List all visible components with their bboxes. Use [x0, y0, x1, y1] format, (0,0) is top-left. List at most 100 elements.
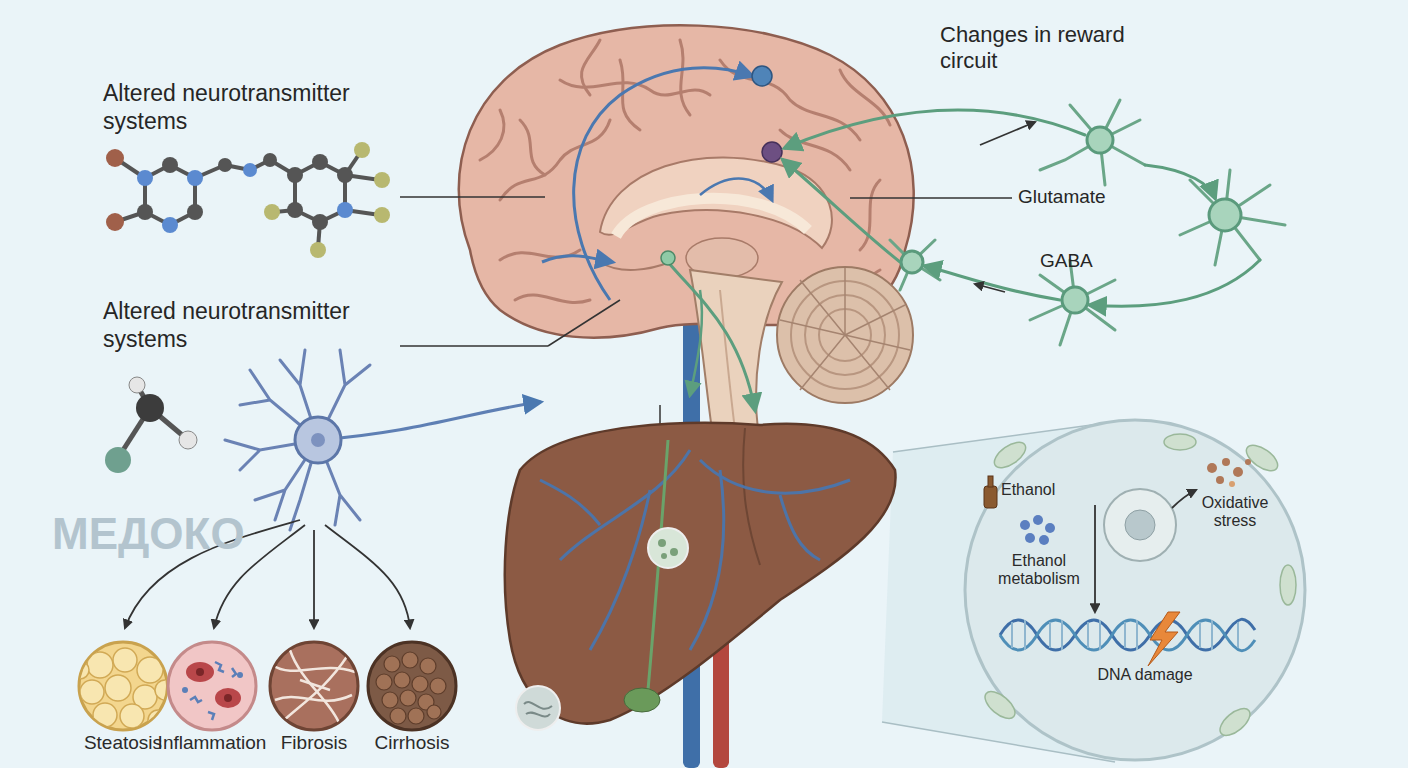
steatosis-texture [113, 648, 137, 672]
ethanol-molecules [1045, 523, 1055, 533]
damage-bolt [1148, 612, 1180, 666]
node-shape [168, 642, 256, 730]
fibrosis-texture [290, 650, 340, 725]
pathology-circle: Fibrosis [254, 640, 374, 758]
callout-label: Changes in reward circuit [940, 22, 1180, 75]
neurotransmitter-label: GABA [1040, 250, 1140, 273]
hepatocyte [1125, 510, 1155, 540]
molecule-large [106, 149, 124, 167]
metabolism-arrow [1094, 505, 1096, 612]
cirrhosis-texture [376, 652, 446, 724]
molecule-large [187, 170, 203, 186]
damage-bolt [1148, 612, 1180, 666]
neurotransmitter-label: Glutamate [1018, 186, 1158, 209]
liver [690, 470, 724, 650]
oxidative-particles [1216, 476, 1224, 484]
node-text: DNA damage [1085, 666, 1205, 684]
liver [670, 548, 678, 556]
dna-helix [1000, 619, 1255, 650]
molecule-large [137, 170, 153, 186]
tissue-cells [1164, 434, 1196, 450]
neuron-left [311, 433, 325, 447]
brain [620, 60, 640, 130]
liver [780, 495, 820, 560]
ethanol-molecules [1039, 535, 1049, 545]
oxidative-particles [1229, 481, 1235, 487]
tissue-cells [980, 434, 1296, 740]
neurons-right [783, 100, 1285, 345]
cirrhosis-texture [394, 672, 410, 688]
cerebellum [780, 268, 910, 390]
inflammation-texture [182, 662, 243, 720]
molecule-large [264, 204, 280, 220]
inflammation-texture [237, 672, 243, 678]
neurons-right [1090, 260, 1260, 306]
brain [616, 198, 808, 236]
molecule-small [136, 394, 164, 422]
molecule-large [115, 150, 380, 248]
tissue-cells [1280, 565, 1296, 605]
neurons-right [785, 110, 1085, 148]
molecule-small [105, 377, 197, 473]
molecule-large [337, 167, 353, 183]
neurons-right [1062, 287, 1088, 313]
cirrhosis-texture [402, 652, 418, 668]
small-arrows [980, 122, 1035, 145]
liver [590, 490, 650, 650]
cirrhosis-texture [382, 692, 398, 708]
cirrhosis-texture [430, 678, 446, 694]
leader-lines [400, 196, 545, 198]
inflammation-texture [196, 668, 204, 676]
molecule-large [187, 204, 203, 220]
node-text: Oxidative stress [1193, 494, 1277, 531]
hepatocyte [1104, 489, 1196, 561]
tissue-cells [1242, 440, 1282, 475]
fibrosis-texture [282, 655, 348, 722]
leader-lines [850, 197, 1012, 199]
liver [524, 702, 552, 716]
liver [505, 423, 896, 730]
molecule-large [162, 217, 178, 233]
brainstem [720, 290, 735, 430]
brain [500, 120, 610, 200]
node-shape [79, 642, 167, 730]
neuron-left [318, 402, 540, 440]
molecule-large [106, 213, 124, 231]
molecule-large [218, 158, 232, 172]
steatosis-texture [137, 657, 163, 683]
pathology-arrows [325, 525, 410, 628]
neuron-left [295, 417, 341, 463]
brain [581, 40, 600, 95]
brain [860, 180, 880, 250]
fibrosis-texture [272, 650, 355, 725]
node-text: Inflammation [142, 732, 282, 754]
ethanol-molecules [1025, 533, 1035, 543]
cirrhosis-texture [384, 656, 400, 672]
steatosis-texture [105, 675, 131, 701]
inflammation-texture [224, 694, 232, 702]
neurons-right [901, 251, 923, 273]
pathway-arrows [690, 290, 702, 395]
molecule-large [287, 202, 303, 218]
node-text: Ethanol [1001, 481, 1081, 499]
pathway-arrows [668, 262, 755, 410]
node-shape [368, 642, 456, 730]
steatosis-texture [133, 685, 157, 709]
liver [505, 423, 896, 724]
node-outline [963, 418, 1307, 762]
molecule-large [287, 167, 303, 183]
brain [480, 110, 504, 160]
dna-helix [1012, 620, 1238, 650]
small-arrows [975, 284, 1005, 292]
liver [648, 528, 688, 568]
molecule-large [310, 242, 326, 258]
watermark: МЕДОКО [52, 508, 352, 561]
neurons-right [1209, 199, 1241, 231]
leader-lines [400, 197, 1012, 346]
pathway-arrows [542, 256, 612, 262]
neuron-left [225, 350, 540, 530]
pathway-arrows [700, 179, 772, 200]
molecule-large [106, 142, 390, 258]
